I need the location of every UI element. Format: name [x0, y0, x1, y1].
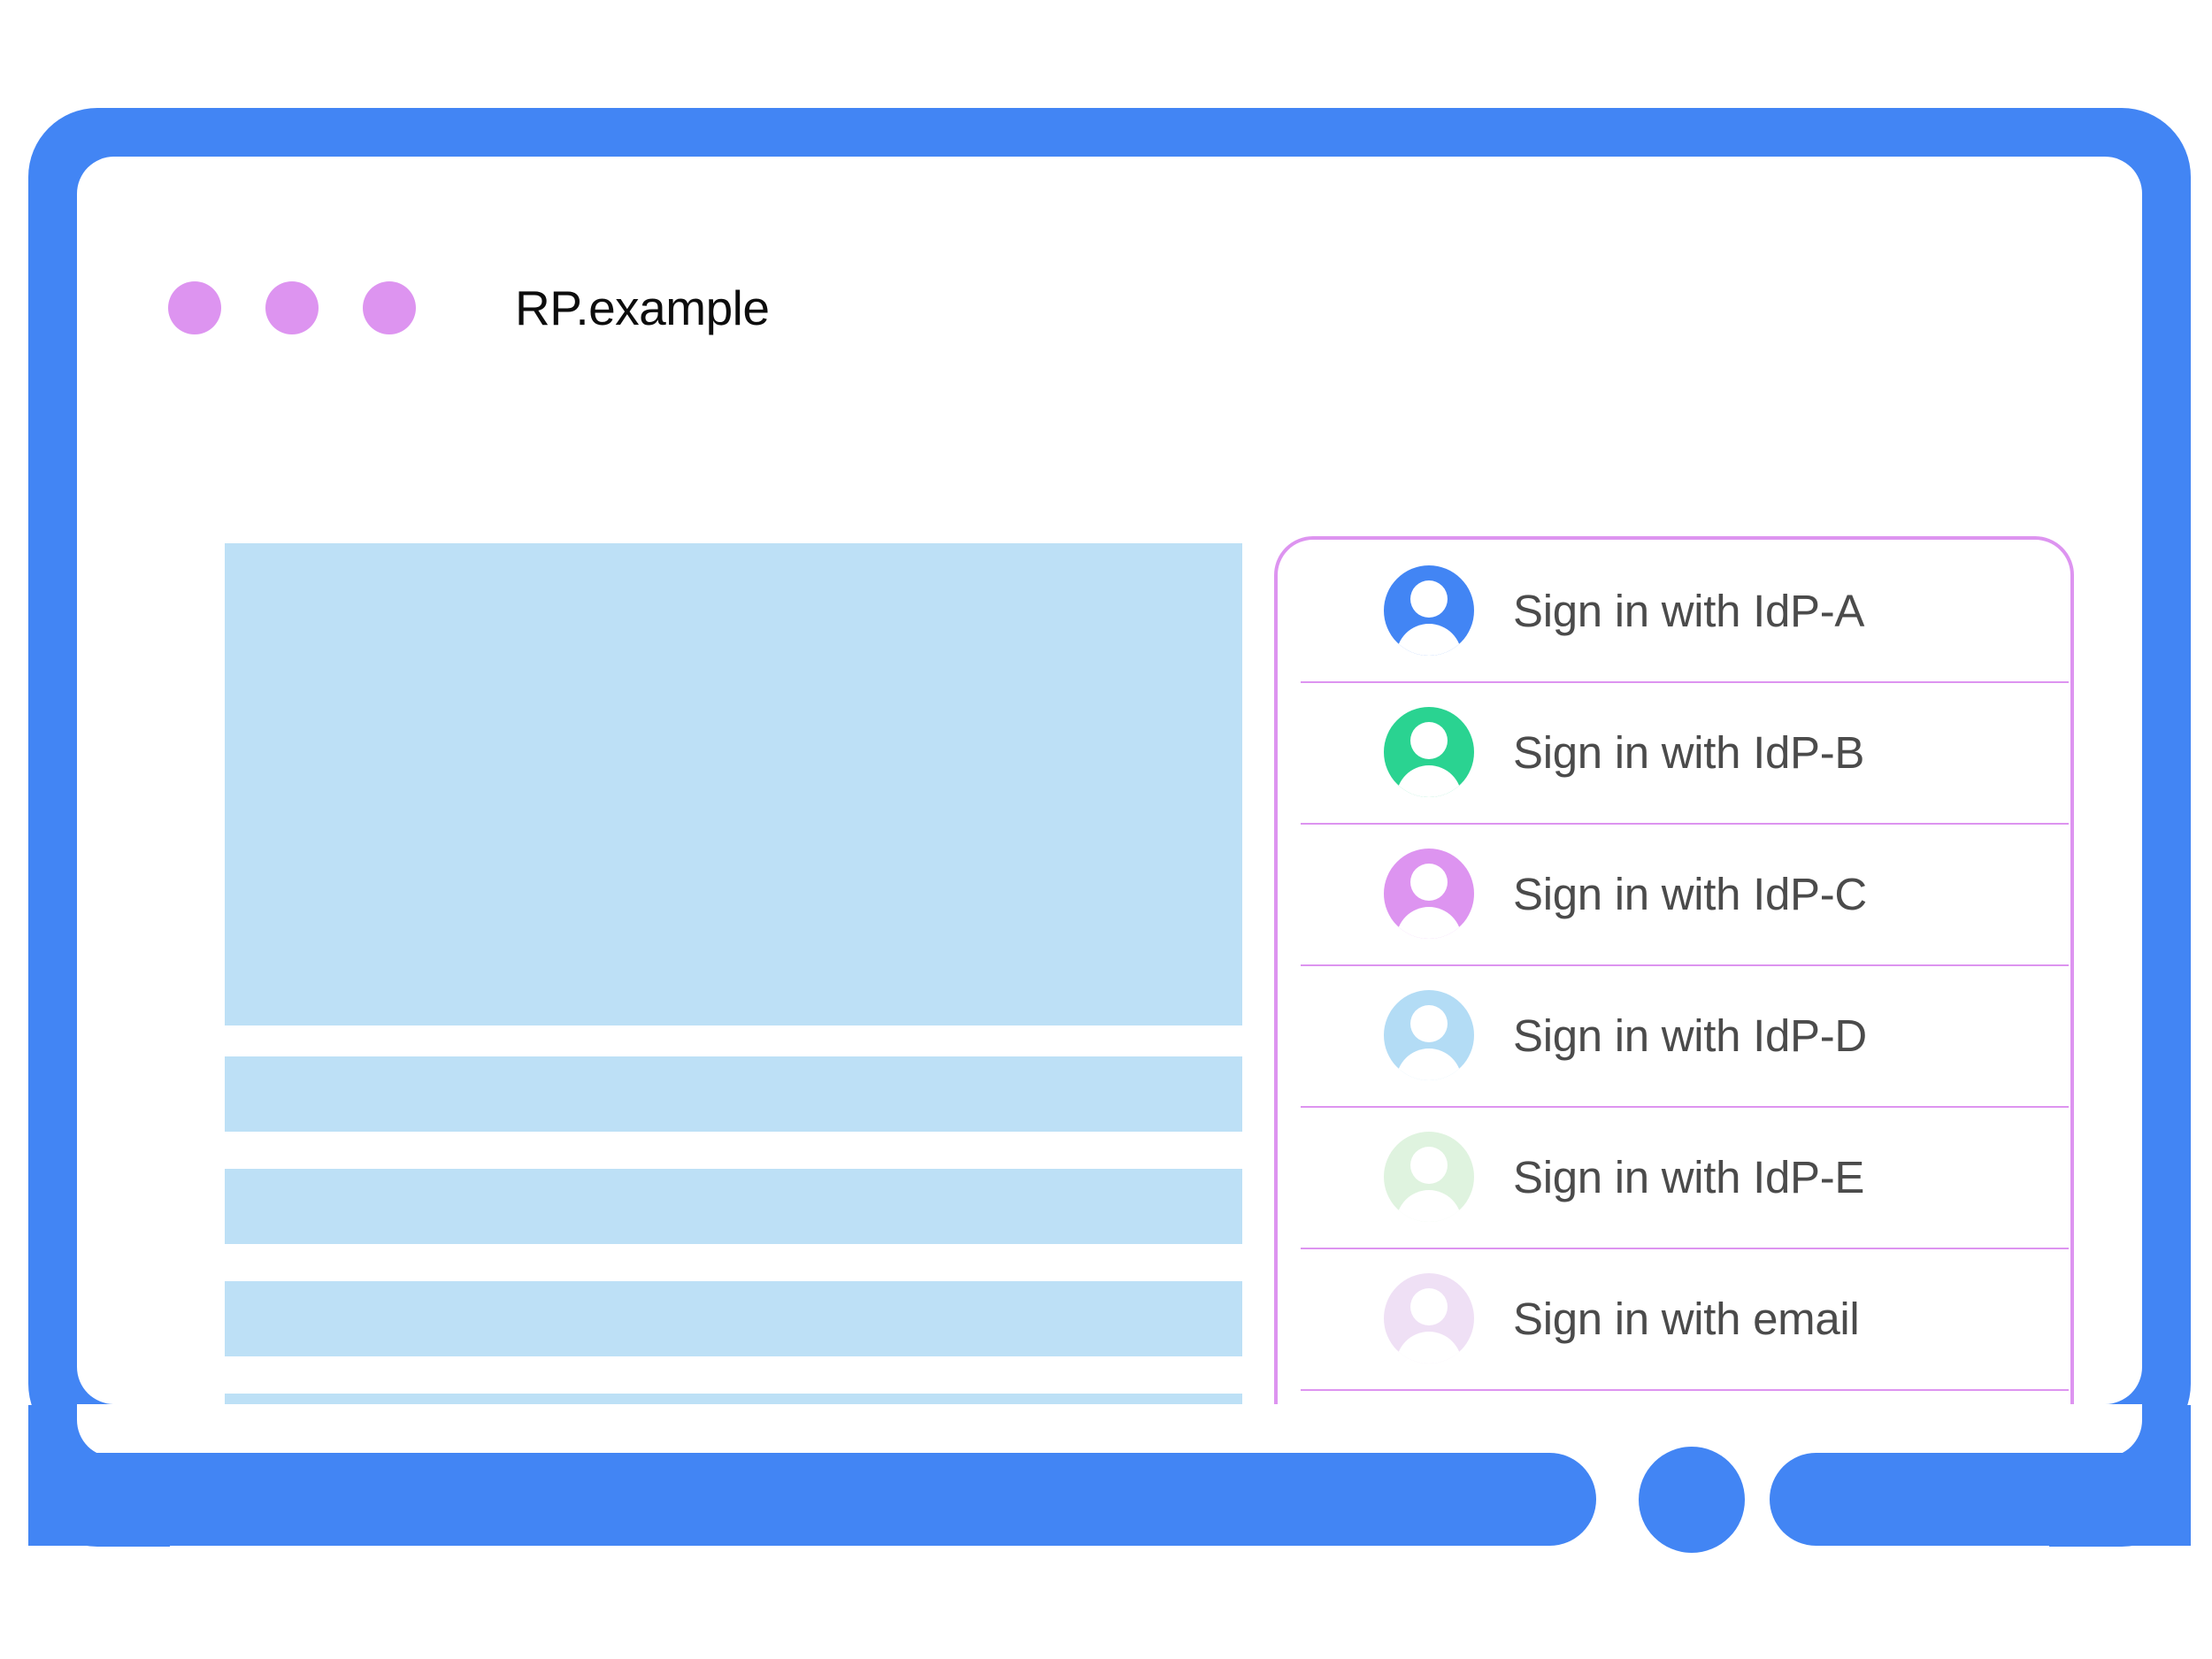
content-bar-1	[225, 1056, 1242, 1132]
signin-option-label: Sign in with IdP-C	[1513, 868, 1867, 919]
avatar-icon	[1384, 707, 1474, 797]
signin-option-email[interactable]: Sign in with email	[1278, 1248, 2070, 1389]
avatar-icon	[1384, 990, 1474, 1080]
signin-option-idp-e[interactable]: Sign in with IdP-E	[1278, 1106, 2070, 1248]
window-dot-2[interactable]	[265, 281, 319, 334]
signin-option-label: Sign in with email	[1513, 1293, 1860, 1344]
content-bar-4	[225, 1394, 1242, 1404]
avatar-icon	[1384, 849, 1474, 939]
signin-option-sms[interactable]: Sign in with SMS	[1278, 1389, 2070, 1404]
page-title: RP.example	[515, 280, 770, 335]
frame-bottom-bar-left	[28, 1453, 1596, 1546]
avatar-icon	[1384, 1132, 1474, 1222]
signin-option-idp-c[interactable]: Sign in with IdP-C	[1278, 823, 2070, 964]
content-bar-3	[225, 1281, 1242, 1356]
signin-option-label: Sign in with IdP-A	[1513, 585, 1865, 636]
signin-option-label: Sign in with IdP-E	[1513, 1151, 1865, 1202]
window-titlebar: RP.example	[168, 264, 2053, 352]
home-button[interactable]	[1639, 1447, 1745, 1553]
content-bar-2	[225, 1169, 1242, 1244]
signin-panel: Sign in with IdP-A Sign in with IdP-B Si…	[1274, 536, 2074, 1404]
frame-bottom-bar-right	[1770, 1453, 2191, 1546]
content-placeholder-column	[225, 543, 1242, 1404]
content-hero-block	[225, 543, 1242, 1025]
avatar-icon	[1384, 1273, 1474, 1363]
signin-option-idp-d[interactable]: Sign in with IdP-D	[1278, 964, 2070, 1106]
window-dot-1[interactable]	[168, 281, 221, 334]
signin-option-idp-a[interactable]: Sign in with IdP-A	[1278, 540, 2070, 681]
signin-option-idp-b[interactable]: Sign in with IdP-B	[1278, 681, 2070, 823]
signin-option-label: Sign in with IdP-B	[1513, 726, 1865, 778]
signin-option-label: Sign in with IdP-D	[1513, 1010, 1867, 1061]
avatar-icon	[1384, 565, 1474, 656]
device-screen: RP.example Sign in with IdP-A	[77, 157, 2142, 1404]
device-frame: RP.example Sign in with IdP-A	[28, 108, 2191, 1553]
signin-option-list: Sign in with IdP-A Sign in with IdP-B Si…	[1278, 540, 2070, 1404]
window-dot-3[interactable]	[363, 281, 416, 334]
screen-bottom-mask	[77, 1404, 2142, 1457]
